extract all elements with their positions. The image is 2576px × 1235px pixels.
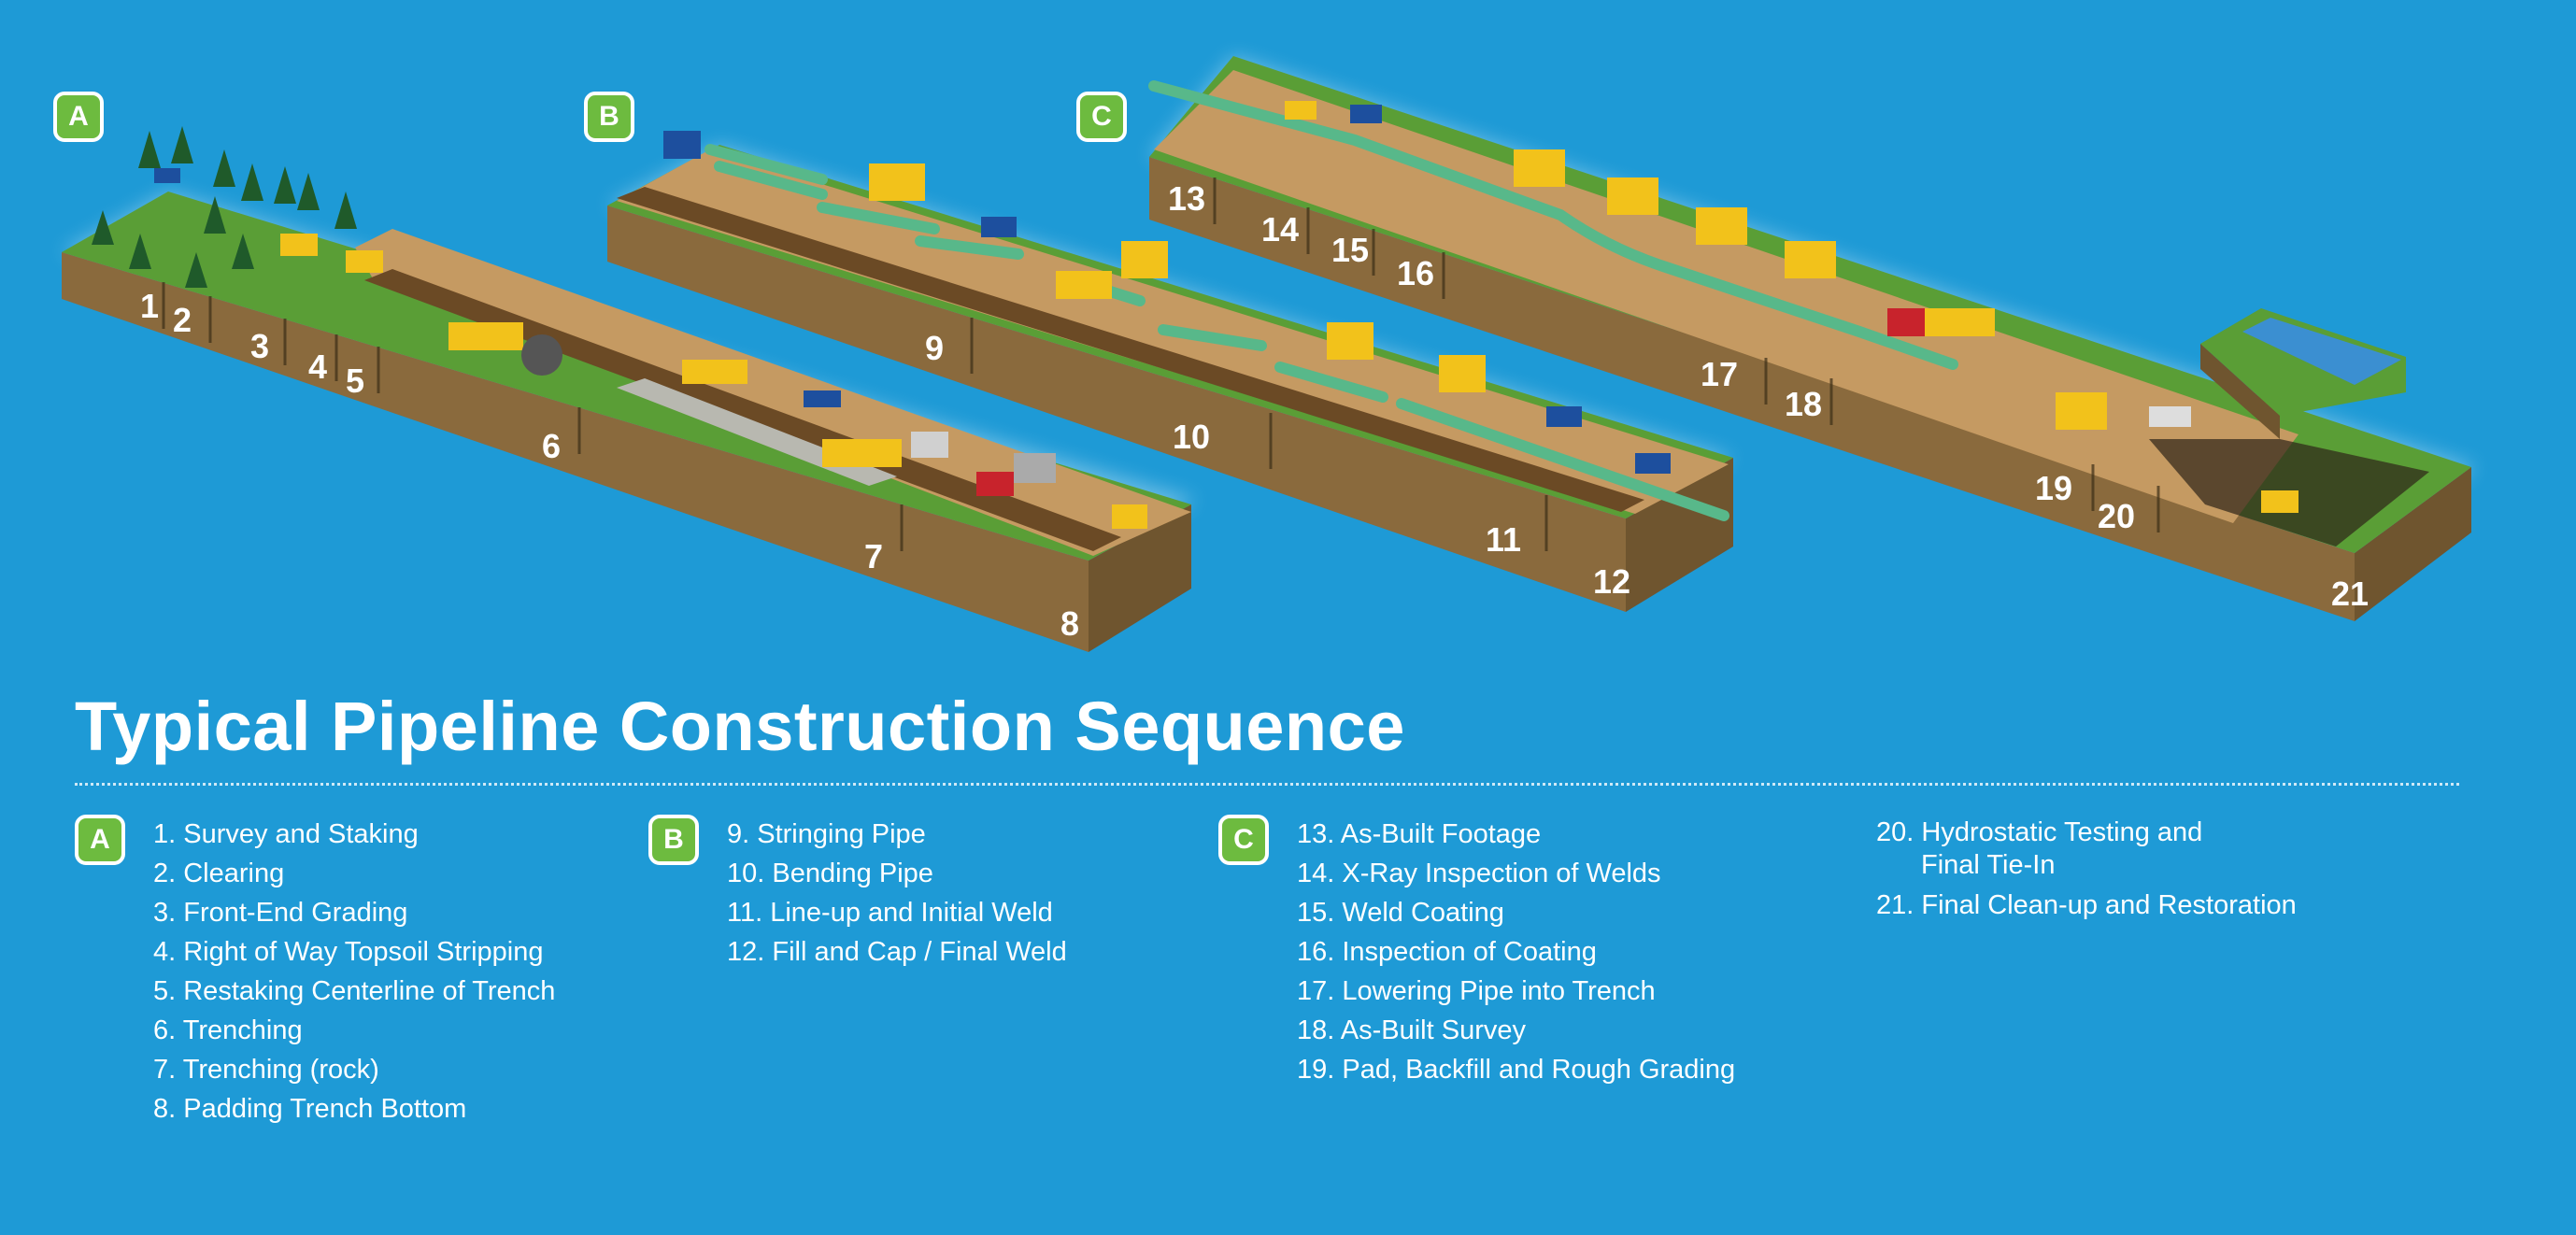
stage-number: 15: [1331, 231, 1369, 269]
legend-item: 3. Front-End Grading: [153, 898, 408, 928]
section-b-badge: B: [584, 92, 634, 142]
legend-item: 12. Fill and Cap / Final Weld: [727, 937, 1067, 967]
section-a-badge: A: [53, 92, 104, 142]
stage-number: 17: [1701, 355, 1738, 393]
legend-b-badge: B: [648, 815, 699, 865]
legend-item: 15. Weld Coating: [1297, 898, 1504, 928]
legend-item: 10. Bending Pipe: [727, 859, 933, 888]
legend-item: 18. As-Built Survey: [1297, 1015, 1526, 1045]
section-a-strip: [62, 126, 1196, 652]
stage-number: 1: [140, 287, 159, 325]
stage-number: 2: [173, 301, 192, 339]
stage-number: 18: [1785, 385, 1822, 423]
legend-item: 13. As-Built Footage: [1297, 819, 1542, 849]
legend-item: 17. Lowering Pipe into Trench: [1297, 976, 1656, 1006]
legend-item: 5. Restaking Centerline of Trench: [153, 976, 556, 1006]
legend-item: 8. Padding Trench Bottom: [153, 1094, 467, 1124]
section-c-strip: [1148, 56, 2476, 621]
legend-item: 16. Inspection of Coating: [1297, 937, 1597, 967]
stage-number: 8: [1060, 604, 1079, 643]
page-title: Typical Pipeline Construction Sequence: [75, 688, 1405, 765]
legend-a-badge: A: [75, 815, 125, 865]
stage-number: 6: [542, 427, 561, 465]
stage-number: 7: [864, 537, 883, 575]
stage-number: 10: [1173, 418, 1210, 456]
pipeline-construction-illustration: A B C 1 2 3 4 5 6 7 8 9 10 11 12 13 14 1…: [53, 56, 2476, 652]
stage-number: 5: [346, 362, 364, 400]
stage-number: 16: [1397, 254, 1434, 292]
stage-number: 11: [1486, 520, 1521, 559]
stage-number: 12: [1593, 562, 1630, 601]
title-divider: [75, 783, 2459, 786]
legend-item: 4. Right of Way Topsoil Stripping: [153, 937, 544, 967]
legend-c-badge: C: [1218, 815, 1269, 865]
legend-item-line: Final Tie-In: [1921, 850, 2056, 880]
legend-item: 20. Hydrostatic Testing and Final Tie-In: [1876, 815, 2297, 886]
stage-number: 19: [2035, 469, 2072, 507]
legend-item: 21. Final Clean-up and Restoration: [1876, 890, 2297, 920]
stage-number: 21: [2331, 575, 2369, 613]
stage-number: 3: [250, 327, 269, 365]
legend-item: 11. Line-up and Initial Weld: [727, 898, 1053, 928]
legend-item: 7. Trenching (rock): [153, 1055, 379, 1085]
legend-item: 1. Survey and Staking: [153, 819, 419, 849]
stage-number: 20: [2098, 497, 2135, 535]
stage-number: 14: [1261, 210, 1299, 248]
stage-number: 9: [925, 329, 944, 367]
legend-item: 6. Trenching: [153, 1015, 303, 1045]
section-c-badge: C: [1076, 92, 1127, 142]
section-b-strip: [607, 131, 1733, 612]
legend-item: 14. X-Ray Inspection of Welds: [1297, 859, 1661, 888]
legend-item: 19. Pad, Backfill and Rough Grading: [1297, 1055, 1736, 1085]
legend-item-line: 20. Hydrostatic Testing and: [1876, 817, 2203, 847]
stage-number: 13: [1168, 179, 1205, 218]
stage-number: 4: [308, 348, 327, 386]
legend-item: 9. Stringing Pipe: [727, 819, 926, 849]
legend-item: 2. Clearing: [153, 859, 285, 888]
